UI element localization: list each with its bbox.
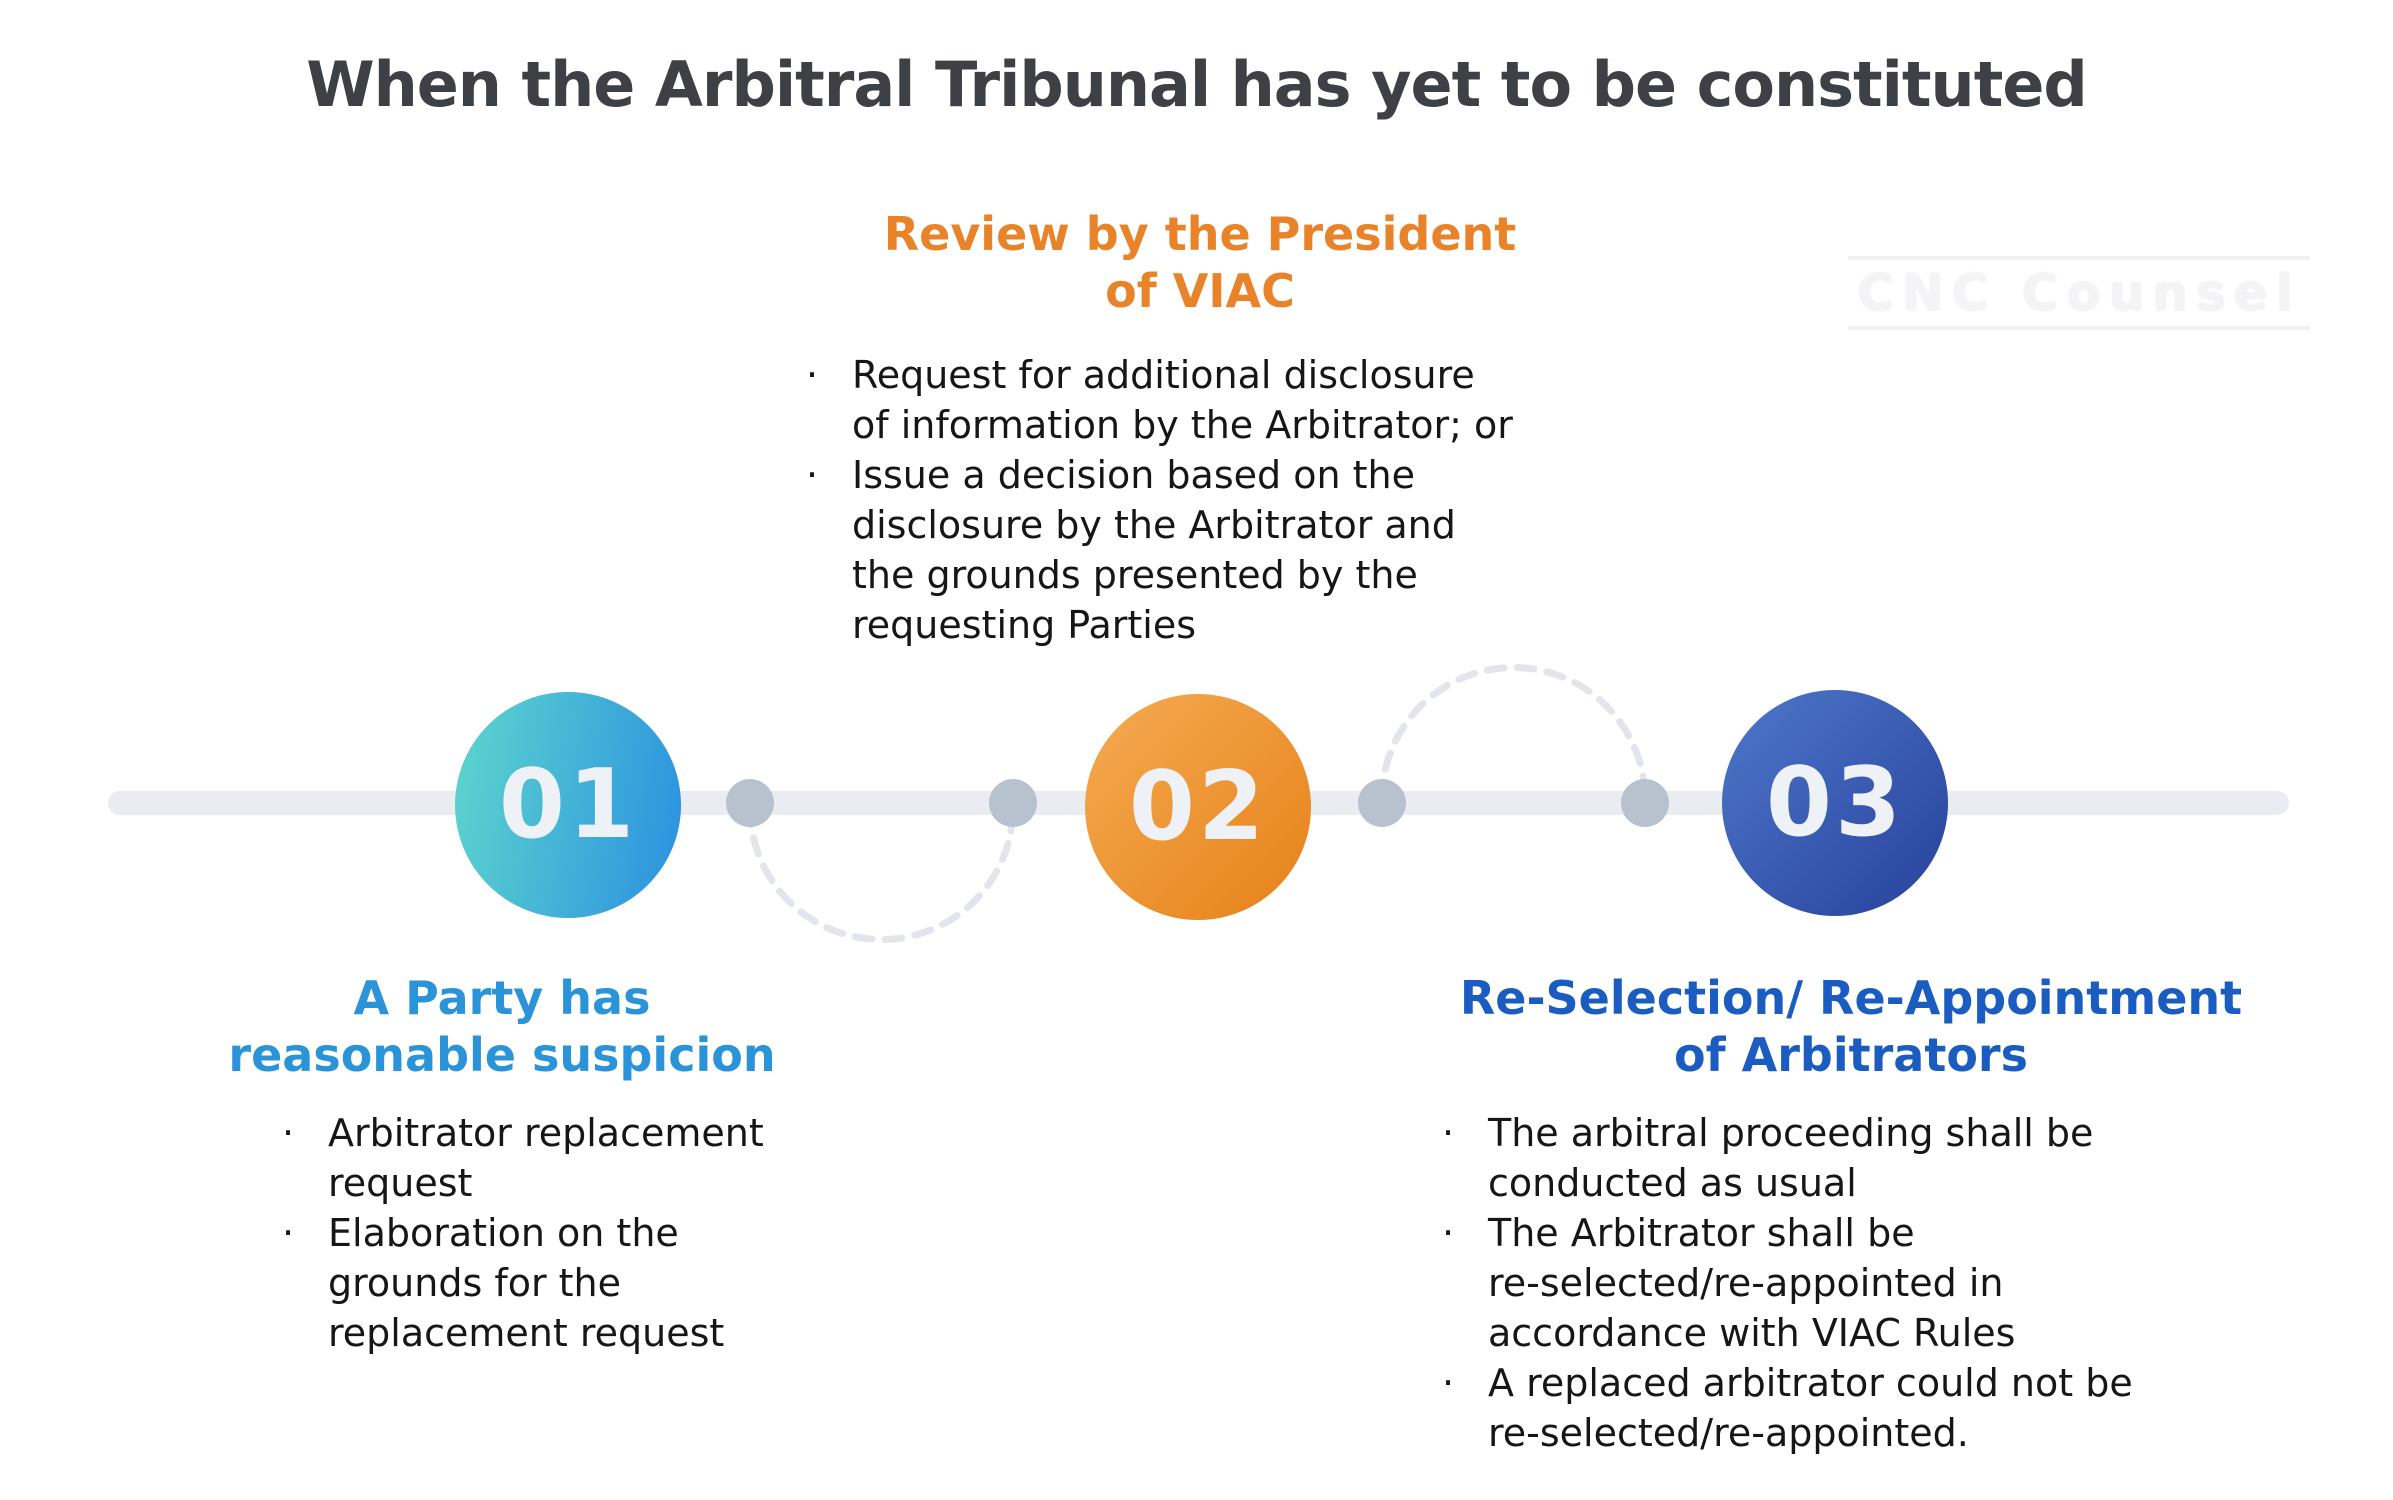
bullet-item: · Elaboration on the grounds for the rep…: [276, 1208, 836, 1358]
step-circle-01: 01: [455, 692, 681, 918]
bullet-marker: ·: [282, 1211, 295, 1255]
step-number-03: 03: [1765, 748, 1905, 858]
step-number-01: 01: [498, 750, 638, 860]
bullet-text: A replaced arbitrator could not be re-se…: [1488, 1361, 2133, 1455]
bullet-item: · A replaced arbitrator could not be re-…: [1436, 1358, 2316, 1458]
watermark-logo: CNC Counsel: [1848, 256, 2310, 330]
step1-bullet-list: · Arbitrator replacement request · Elabo…: [276, 1108, 836, 1358]
bullet-item: · The arbitral proceeding shall be condu…: [1436, 1108, 2316, 1208]
bullet-marker: ·: [1442, 1111, 1455, 1155]
step2-bullet-list: · Request for additional disclosure of i…: [800, 350, 1640, 650]
dashed-arc-below: [746, 804, 1017, 943]
timeline-dot: [989, 779, 1037, 827]
bullet-item: · Issue a decision based on the disclosu…: [800, 450, 1640, 650]
bullet-text: Elaboration on the grounds for the repla…: [328, 1211, 725, 1355]
bullet-text: Arbitrator replacement request: [328, 1111, 764, 1205]
step-circle-03: 03: [1722, 690, 1948, 916]
step3-bullet-list: · The arbitral proceeding shall be condu…: [1436, 1108, 2316, 1458]
step-circle-02: 02: [1085, 694, 1311, 920]
bullet-text: The Arbitrator shall be re-selected/re-a…: [1488, 1211, 2016, 1355]
bullet-marker: ·: [806, 353, 819, 397]
bullet-marker: ·: [1442, 1211, 1455, 1255]
timeline-dot: [726, 779, 774, 827]
dashed-arc-above: [1378, 664, 1649, 803]
bullet-marker: ·: [1442, 1361, 1455, 1405]
step3-heading: Re-Selection/ Re-Appointment of Arbitrat…: [1459, 971, 2243, 1082]
bullet-text: The arbitral proceeding shall be conduct…: [1488, 1111, 2094, 1205]
step-number-02: 02: [1128, 752, 1268, 862]
bullet-marker: ·: [806, 453, 819, 497]
bullet-marker: ·: [282, 1111, 295, 1155]
timeline-dot: [1621, 779, 1669, 827]
step2-heading: Review by the President of VIAC: [883, 207, 1517, 318]
step1-heading: A Party has reasonable suspicion: [228, 971, 776, 1082]
bullet-item: · Request for additional disclosure of i…: [800, 350, 1640, 450]
bullet-item: · Arbitrator replacement request: [276, 1108, 836, 1208]
bullet-item: · The Arbitrator shall be re-selected/re…: [1436, 1208, 2316, 1358]
bullet-text: Request for additional disclosure of inf…: [852, 353, 1513, 447]
bullet-text: Issue a decision based on the disclosure…: [852, 453, 1456, 647]
page-title: When the Arbitral Tribunal has yet to be…: [306, 48, 2088, 121]
timeline-dot: [1358, 779, 1406, 827]
